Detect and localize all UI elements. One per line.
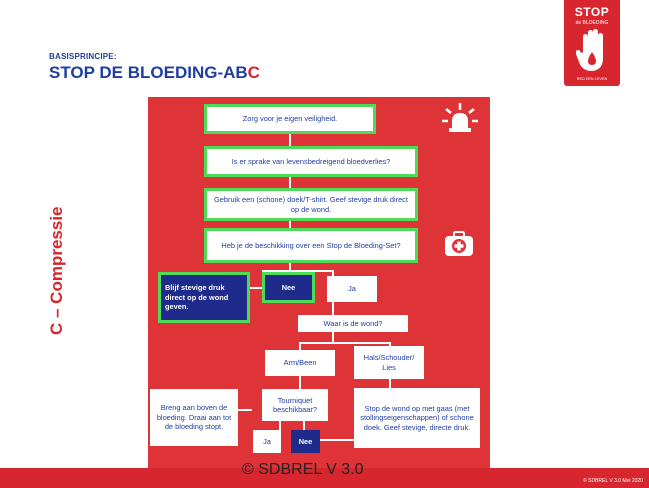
- first-aid-kit-icon: [445, 231, 473, 256]
- flow-answer-no-2: Nee: [291, 430, 320, 453]
- flow-step-safety: Zorg voor je eigen veiligheid.: [204, 104, 376, 134]
- connector-line: [303, 421, 305, 430]
- flow-step-pack-wound: Stop de wond op met gaas (met stollingse…: [354, 388, 480, 448]
- flow-option-arm-leg: Arm/Been: [265, 350, 335, 376]
- copyright-small-text: © SDBREL V 3.0 Mei 2020: [583, 478, 643, 484]
- flow-step-tourniquet-question: Tourniquet beschikbaar?: [262, 389, 328, 421]
- connector-line: [249, 287, 264, 289]
- flow-step-apply-tourniquet: Breng aan boven de bloeding. Draai aan t…: [150, 389, 238, 446]
- side-label: C – Compressie: [47, 206, 66, 336]
- slide-title: STOP DE BLOEDING-ABC: [49, 63, 260, 83]
- connector-line: [262, 270, 264, 273]
- slide-title-main: STOP DE BLOEDING-AB: [49, 63, 248, 82]
- flow-step-keep-pressing: Blijf stevige druk direct op de wond gev…: [158, 272, 250, 323]
- connector-line: [389, 378, 391, 388]
- connector-line: [332, 270, 334, 276]
- connector-line: [389, 342, 391, 346]
- slide-title-accent: C: [247, 63, 260, 82]
- flow-step-kit-question: Heb je de beschikking over een Stop de B…: [204, 228, 418, 263]
- connector-line: [332, 331, 334, 343]
- slide-kicker: BASISPRINCIPE:: [49, 52, 117, 61]
- flow-answer-yes-1: Ja: [327, 276, 377, 302]
- flow-answer-yes-2: Ja: [253, 430, 281, 453]
- connector-line: [299, 375, 301, 389]
- connector-line: [289, 261, 291, 271]
- logo-subtext: de BLOEDING: [575, 20, 609, 26]
- flow-step-where-wound: Waar is de wond?: [298, 315, 408, 332]
- connector-line: [289, 133, 291, 149]
- logo-tagline: RED EEN LEVEN: [576, 77, 608, 81]
- siren-icon: [442, 103, 478, 132]
- connector-line: [238, 409, 252, 411]
- flow-answer-no-1: Nee: [262, 272, 315, 303]
- connector-line: [289, 175, 291, 190]
- connector-line: [332, 301, 334, 315]
- flowchart: Zorg voor je eigen veiligheid. Is er spr…: [148, 97, 490, 468]
- stop-de-bloeding-logo: STOP de BLOEDING RED EEN LEVEN: [564, 0, 620, 86]
- connector-line: [289, 219, 291, 230]
- copyright-text: © SDBREL V 3.0: [242, 461, 364, 478]
- connector-line: [299, 342, 391, 344]
- connector-line: [262, 270, 334, 272]
- connector-line: [299, 342, 301, 350]
- footer-band: [0, 468, 649, 488]
- logo-stop-text: STOP: [574, 5, 610, 19]
- flow-step-compress: Gebruik een (schone) doek/T-shirt. Geef …: [204, 188, 418, 221]
- connector-line: [320, 439, 354, 441]
- connector-line: [279, 421, 281, 430]
- flow-option-neck-shoulder-groin: Hals/Schouder/ Lies: [354, 346, 424, 379]
- hand-icon: [576, 29, 603, 71]
- flow-step-bleeding-question: Is er sprake van levensbedreigend bloedv…: [204, 146, 418, 177]
